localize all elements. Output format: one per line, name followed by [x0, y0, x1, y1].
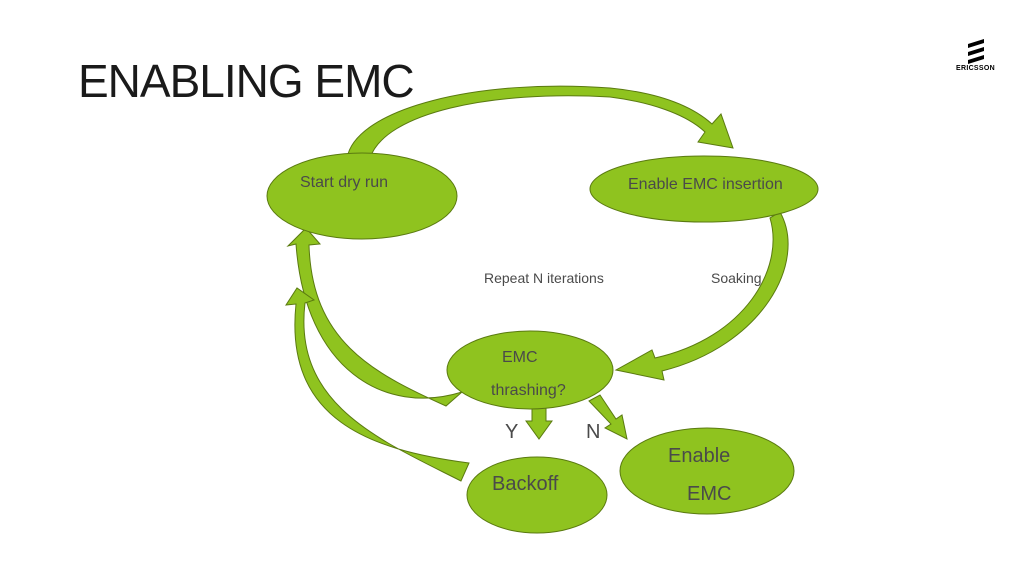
node-insertion-label: Enable EMC insertion — [628, 176, 783, 193]
node-enable-emc — [619, 427, 795, 515]
node-enable-label-1: Enable — [668, 445, 730, 467]
node-emc-thrashing — [446, 330, 614, 410]
arrow-backoff-to-start — [285, 287, 470, 482]
logo-text: ERICSSON — [956, 65, 995, 72]
label-no: N — [586, 421, 600, 443]
label-soaking: Soaking — [711, 270, 762, 286]
node-enable-label-2: EMC — [687, 483, 731, 505]
node-enable-emc-insertion — [589, 155, 819, 223]
node-thrashing-label-2: thrashing? — [491, 382, 566, 399]
ericsson-logo-icon — [968, 39, 984, 64]
label-repeat: Repeat N iterations — [484, 270, 604, 286]
node-start-label: Start dry run — [300, 174, 388, 191]
arrow-no — [588, 394, 628, 440]
label-yes: Y — [505, 421, 518, 443]
arrow-soaking — [614, 211, 789, 381]
arrow-start-to-insertion — [346, 85, 734, 159]
node-backoff — [466, 456, 608, 534]
node-backoff-label: Backoff — [492, 473, 559, 495]
arrow-repeat-inner — [286, 227, 463, 407]
page-title: ENABLING EMC — [78, 55, 415, 107]
node-start-dry-run — [266, 152, 458, 240]
node-thrashing-label-1: EMC — [502, 349, 538, 366]
